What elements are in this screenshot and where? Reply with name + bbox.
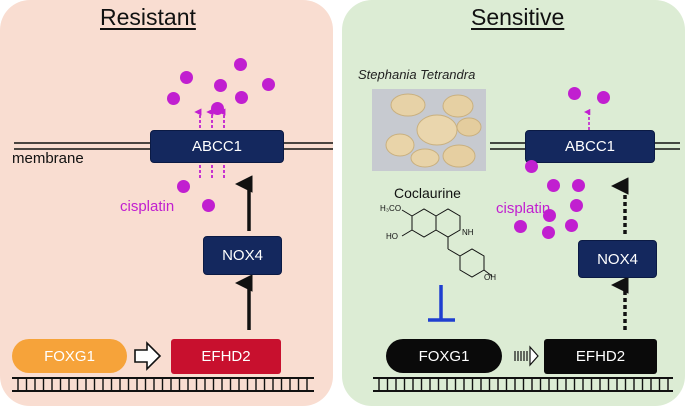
cisplatin-dot [525,160,538,173]
cisplatin-dot [214,79,227,92]
dna-strand-right [373,377,673,392]
cisplatin-dot [572,179,585,192]
cisplatin-dot [235,91,248,104]
cisplatin-dot [262,78,275,91]
cisplatin-dot [180,71,193,84]
efhd2-box-left: EFHD2 [171,339,281,374]
cisplatin-dot [547,179,560,192]
coclaurine-structure [401,208,493,278]
nox4-label-left: NOX4 [222,247,263,264]
cisplatin-label-left: cisplatin [120,198,175,215]
cisplatin-dot [565,219,578,232]
structure-label-oh: OH [484,273,496,282]
membrane-label: membrane [12,150,84,167]
resistant-panel [0,0,333,406]
foxg1-oval-left: FOXG1 [12,339,127,373]
cisplatin-label-right: cisplatin [496,200,551,217]
cisplatin-dot [597,91,610,104]
foxg1-oval-right: FOXG1 [386,339,502,373]
plant-photo [372,89,486,171]
nox4-box-right: NOX4 [578,240,657,278]
cisplatin-dot [177,180,190,193]
abcc1-label-right: ABCC1 [564,138,616,155]
dna-strand-left [12,377,314,392]
weak-arrow-foxg1-to-efhd2 [514,345,539,367]
sensitive-panel [342,0,685,406]
cisplatin-dot [568,87,581,100]
foxg1-label-left: FOXG1 [44,347,95,365]
nox4-label-right: NOX4 [597,250,638,268]
nox4-box-left: NOX4 [203,236,282,275]
abcc1-box-right: ABCC1 [525,130,655,163]
cisplatin-dot [542,226,555,239]
resistant-title: Resistant [100,4,196,30]
efhd2-label-left: EFHD2 [201,348,251,365]
cisplatin-dot [202,199,215,212]
cisplatin-dot [514,220,527,233]
cisplatin-dot [570,199,583,212]
abcc1-box-left: ABCC1 [150,130,284,163]
abcc1-label-left: ABCC1 [191,138,243,155]
cisplatin-dot [234,58,247,71]
hollow-arrow-foxg1-to-efhd2 [134,341,162,371]
cisplatin-dot [211,102,224,115]
structure-label-h3co: H₃CO [380,204,402,213]
compound-name: Coclaurine [394,185,461,201]
cisplatin-dot [167,92,180,105]
cisplatin-dot [543,209,556,222]
structure-label-ho: HO [386,232,398,241]
foxg1-label-right: FOXG1 [418,347,470,365]
efhd2-box-right: EFHD2 [544,339,657,374]
structure-label-nh: NH [462,228,474,237]
sensitive-title: Sensitive [471,4,565,30]
plant-name: Stephania Tetrandra [358,67,476,82]
inhibition-bar [428,285,455,322]
root-slices-image [372,89,486,171]
efhd2-label-right: EFHD2 [575,348,626,365]
